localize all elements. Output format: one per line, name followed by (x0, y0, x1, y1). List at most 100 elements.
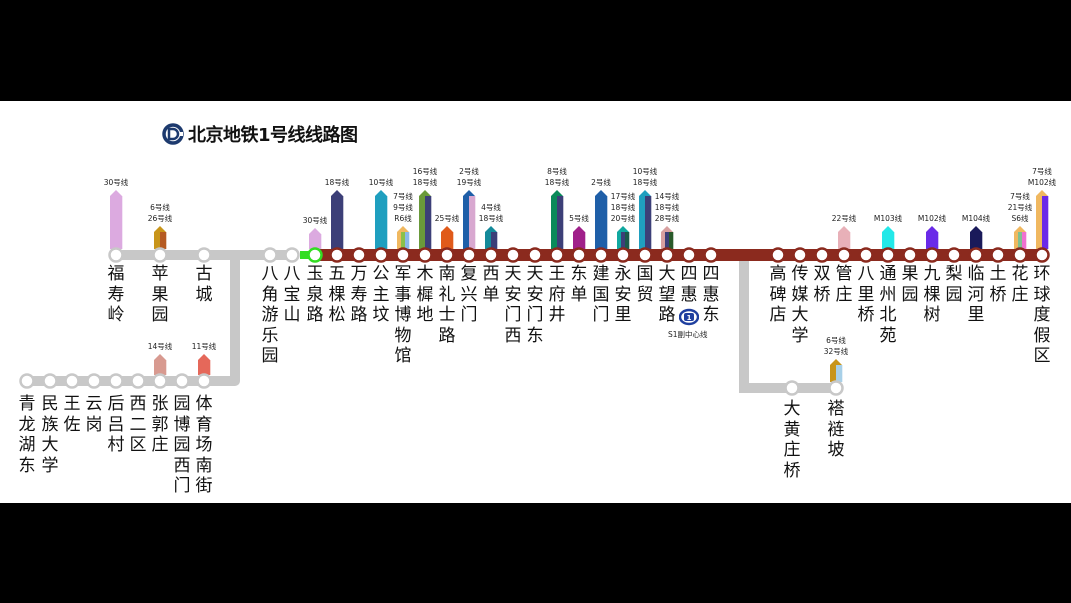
station-name[interactable]: 四惠 (680, 264, 698, 305)
station-marker[interactable] (784, 380, 800, 396)
station-name[interactable]: 临河里 (967, 264, 985, 325)
station-name[interactable]: 八角游乐园 (261, 264, 279, 366)
station-marker[interactable] (828, 380, 844, 396)
station-name[interactable]: 八里桥 (857, 264, 875, 325)
station-marker[interactable] (284, 247, 300, 263)
station-name[interactable]: 土桥 (989, 264, 1007, 305)
station-marker[interactable] (42, 373, 58, 389)
station-marker[interactable] (703, 247, 719, 263)
station-marker[interactable] (262, 247, 278, 263)
station-name[interactable]: 张郭庄 (151, 394, 169, 455)
station-marker[interactable] (417, 247, 433, 263)
station-name[interactable]: 公主坟 (372, 264, 390, 325)
station-marker[interactable] (792, 247, 808, 263)
station-name[interactable]: 后吕村 (107, 394, 125, 455)
transfer-lines-label: 22号线 (831, 214, 857, 223)
station-marker[interactable] (307, 247, 323, 263)
station-name[interactable]: 天安门东 (526, 264, 544, 346)
station-marker[interactable] (461, 247, 477, 263)
station-name[interactable]: 五棵松 (328, 264, 346, 325)
station-marker[interactable] (836, 247, 852, 263)
station-marker[interactable] (681, 247, 697, 263)
station-name[interactable]: 八宝山 (283, 264, 301, 325)
station-marker[interactable] (483, 247, 499, 263)
station-marker[interactable] (1012, 247, 1028, 263)
station-name[interactable]: 果园 (901, 264, 919, 305)
station-name[interactable]: 西二区 (129, 394, 147, 455)
station-marker[interactable] (615, 247, 631, 263)
station-marker[interactable] (637, 247, 653, 263)
station-name[interactable]: 建国门 (592, 264, 610, 325)
station-name[interactable]: 国贸 (636, 264, 654, 305)
station-name[interactable]: 高碑店 (769, 264, 787, 325)
station-marker[interactable] (351, 247, 367, 263)
station-name[interactable]: 青龙湖东 (18, 394, 36, 476)
station-name[interactable]: 通州北苑 (879, 264, 897, 346)
station-marker[interactable] (924, 247, 940, 263)
station-marker[interactable] (152, 247, 168, 263)
station-name[interactable]: 东单 (570, 264, 588, 305)
station-name[interactable]: 军事博物馆 (394, 264, 412, 366)
station-name[interactable]: 天安门西 (504, 264, 522, 346)
station-name[interactable]: 复兴门 (460, 264, 478, 325)
station-marker[interactable] (130, 373, 146, 389)
station-marker[interactable] (527, 247, 543, 263)
station-marker[interactable] (1034, 247, 1050, 263)
station-name[interactable]: 体育场南街 (195, 394, 213, 496)
station-name[interactable]: 传媒大学 (791, 264, 809, 346)
station-marker[interactable] (571, 247, 587, 263)
station-marker[interactable] (108, 373, 124, 389)
station-name[interactable]: 梨园 (945, 264, 963, 305)
station-marker[interactable] (968, 247, 984, 263)
station-name[interactable]: 环球度假区 (1033, 264, 1051, 366)
station-name[interactable]: 大望路 (658, 264, 676, 325)
station-name[interactable]: 王府井 (548, 264, 566, 325)
station-marker[interactable] (373, 247, 389, 263)
station-name[interactable]: 万寿路 (350, 264, 368, 325)
station-marker[interactable] (152, 373, 168, 389)
station-name[interactable]: 西单 (482, 264, 500, 305)
station-name[interactable]: 木樨地 (416, 264, 434, 325)
station-marker[interactable] (770, 247, 786, 263)
station-marker[interactable] (946, 247, 962, 263)
station-name[interactable]: 管庄 (835, 264, 853, 305)
station-marker[interactable] (549, 247, 565, 263)
station-name[interactable]: 园博园西门 (173, 394, 191, 496)
station-marker[interactable] (108, 247, 124, 263)
station-marker[interactable] (19, 373, 35, 389)
station-marker[interactable] (505, 247, 521, 263)
station-marker[interactable] (990, 247, 1006, 263)
station-marker[interactable] (86, 373, 102, 389)
station-marker[interactable] (858, 247, 874, 263)
station-marker[interactable] (439, 247, 455, 263)
station-name[interactable]: 四惠东 (702, 264, 720, 325)
station-name[interactable]: 玉泉路 (306, 264, 324, 325)
station-name[interactable]: 民族大学 (41, 394, 59, 476)
station-marker[interactable] (174, 373, 190, 389)
station-marker[interactable] (329, 247, 345, 263)
station-name[interactable]: 大黄庄桥 (783, 399, 801, 481)
station-name[interactable]: 苹果园 (151, 264, 169, 325)
station-name[interactable]: 褡裢坡 (827, 399, 845, 460)
station-marker[interactable] (196, 247, 212, 263)
station-name[interactable]: 王佐 (63, 394, 81, 435)
station-marker[interactable] (196, 373, 212, 389)
station-name[interactable]: 福寿岭 (107, 264, 125, 325)
station-name[interactable]: 双桥 (813, 264, 831, 305)
station-marker[interactable] (814, 247, 830, 263)
station-marker[interactable] (659, 247, 675, 263)
transfer-lines-label: M103线 (873, 214, 903, 223)
station-marker[interactable] (880, 247, 896, 263)
station-name[interactable]: 花庄 (1011, 264, 1029, 305)
station-marker[interactable] (64, 373, 80, 389)
station-name[interactable]: 九棵树 (923, 264, 941, 325)
station-name[interactable]: 古城 (195, 264, 213, 305)
station-marker[interactable] (902, 247, 918, 263)
station-name[interactable]: 永安里 (614, 264, 632, 325)
station-name[interactable]: 南礼士路 (438, 264, 456, 346)
station-marker[interactable] (593, 247, 609, 263)
station-name[interactable]: 云岗 (85, 394, 103, 435)
station-marker[interactable] (395, 247, 411, 263)
